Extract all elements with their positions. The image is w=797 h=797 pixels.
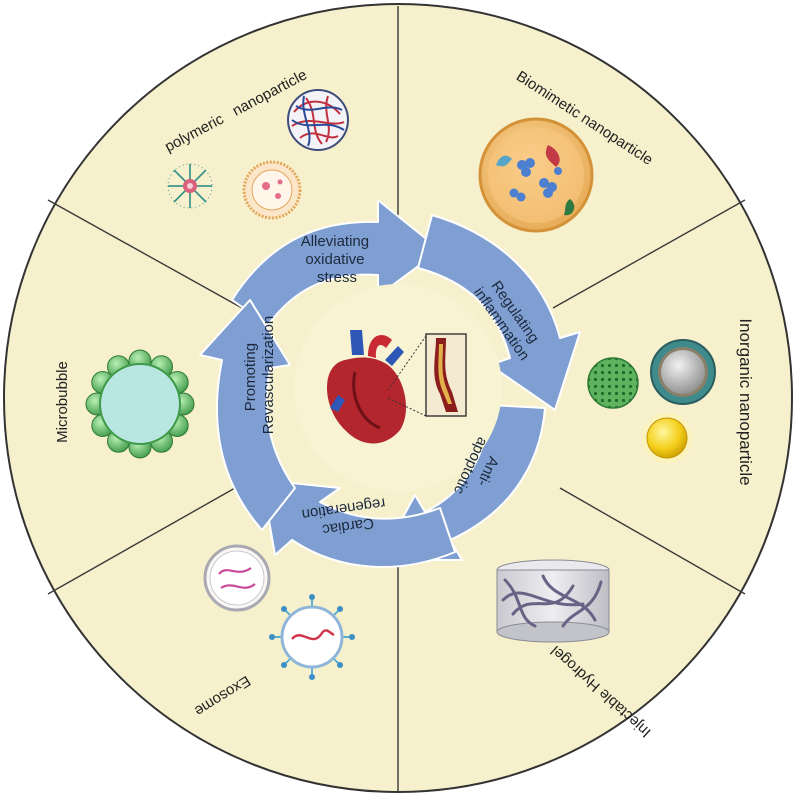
artery-icon [425,333,467,417]
sector-dividers [47,6,746,792]
exosome-icon [269,594,355,680]
liposome-icon [242,160,302,220]
label-microbubble: Microbubble [54,361,71,443]
micelle-icon [167,163,213,209]
arrow-oxidative [231,199,441,326]
porous-sphere-icon [587,357,639,409]
gold-sphere-icon [642,413,692,463]
polymer-sphere-icon [287,89,349,151]
zoom-lines [387,335,427,417]
core-shell-icon [650,339,716,405]
arrow-revascularization [199,299,296,531]
label-oxidative: Alleviating oxidative stress [301,233,374,286]
arrow-inflammation [417,214,581,411]
vesicle-icon [203,544,271,612]
heart-icon [326,330,407,444]
label-inorganic: Inorganic nanoparticle [736,318,755,485]
cycle-arrows [199,199,581,569]
hydrogel-icon [496,559,610,643]
label-revascularization: Promoting Revascularization [242,316,277,434]
microbubble-icon [85,349,195,459]
cell-membrane-particle-icon [478,117,594,233]
